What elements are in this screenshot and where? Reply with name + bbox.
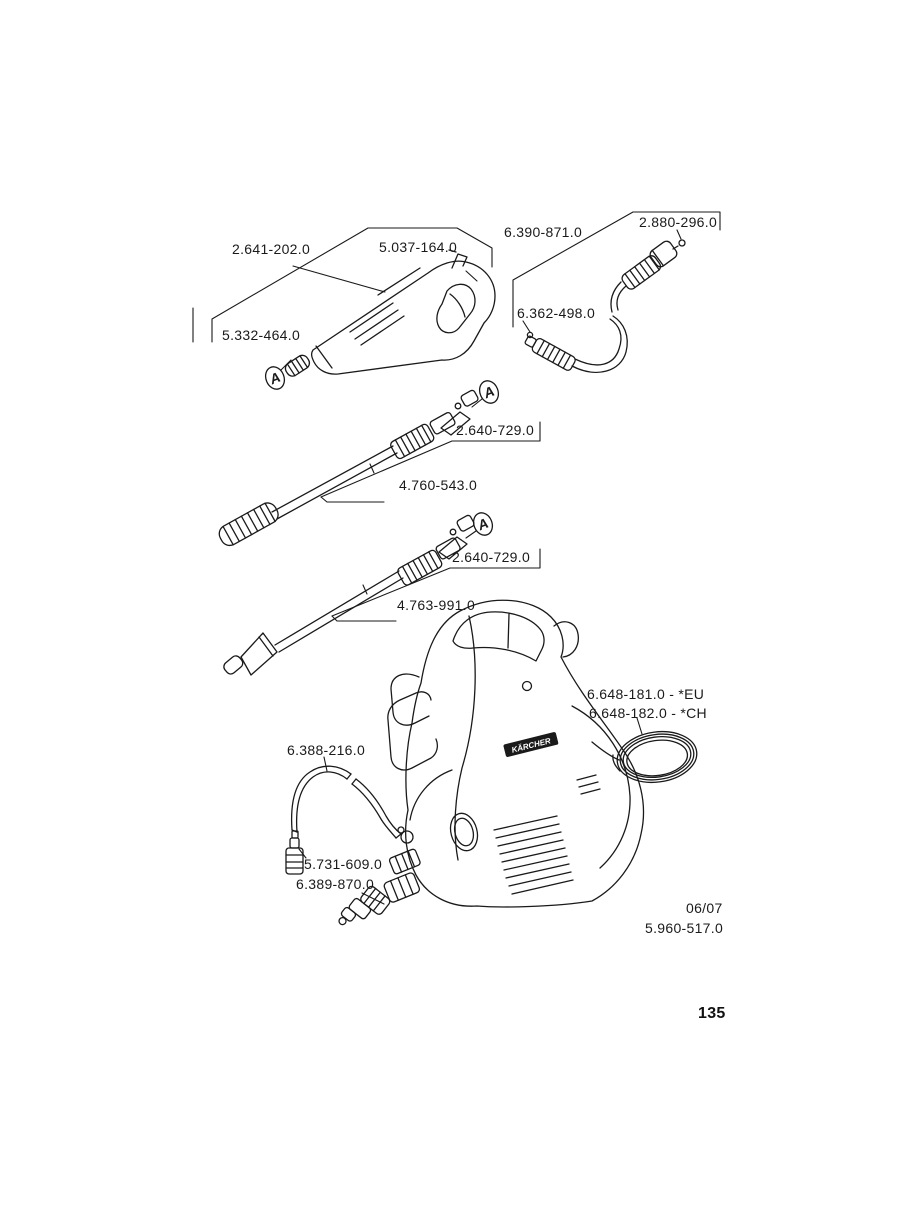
page-number: 135 — [698, 1005, 726, 1022]
part-label-gun-nozzle-insert: 5.332-464.0 — [222, 327, 301, 343]
part-label-trigger-gun-clip: 5.037-164.0 — [379, 239, 458, 255]
water-filter-drawing — [285, 830, 304, 875]
part-label-power-cord-eu: 6.648-181.0 - *EU — [587, 686, 705, 702]
part-label-lance-coupling-2: 2.640-729.0 — [452, 549, 531, 565]
part-label-hose-coupling: 6.389-870.0 — [296, 876, 375, 892]
part-label-spray-lance: 4.760-543.0 — [399, 477, 478, 493]
detail-marker-a-lance1: A — [478, 380, 500, 404]
dirt-blaster-lance-drawing — [223, 514, 475, 676]
part-label-water-filter: 5.731-609.0 — [304, 856, 383, 872]
part-label-water-suction-hose: 6.388-216.0 — [287, 742, 366, 758]
part-label-hose-nipple: 2.880-296.0 — [639, 214, 718, 230]
power-cord-coil-drawing — [612, 730, 698, 784]
part-label-lance-coupling-1: 2.640-729.0 — [456, 422, 535, 438]
pressure-washer-unit-drawing: KÄRCHER — [383, 599, 645, 908]
high-pressure-hose-drawing — [524, 239, 686, 374]
part-label-hose-connector: 6.362-498.0 — [517, 305, 596, 321]
nozzle-insert-spring — [284, 354, 311, 377]
hose-coupling-drawing — [338, 885, 391, 926]
detail-marker-a-gun: A — [264, 366, 286, 390]
spray-lance-drawing — [218, 389, 479, 547]
leader-lines — [192, 211, 721, 905]
part-label-power-cord-ch: 6.648-182.0 - *CH — [589, 705, 707, 721]
brand-badge: KÄRCHER — [503, 732, 559, 757]
part-label-high-pressure-hose: 6.390-871.0 — [504, 224, 583, 240]
hose-nipple-ring — [678, 239, 686, 247]
detail-marker-a-lance2: A — [472, 512, 494, 536]
date-code: 06/07 — [686, 900, 723, 916]
suction-hose-drawing — [290, 765, 402, 839]
spray-gun-drawing — [284, 249, 496, 377]
part-label-trigger-gun-assembly: 2.641-202.0 — [232, 241, 311, 257]
part-label-dirt-blaster-lance: 4.763-991.0 — [397, 597, 476, 613]
document-number: 5.960-517.0 — [645, 920, 724, 936]
